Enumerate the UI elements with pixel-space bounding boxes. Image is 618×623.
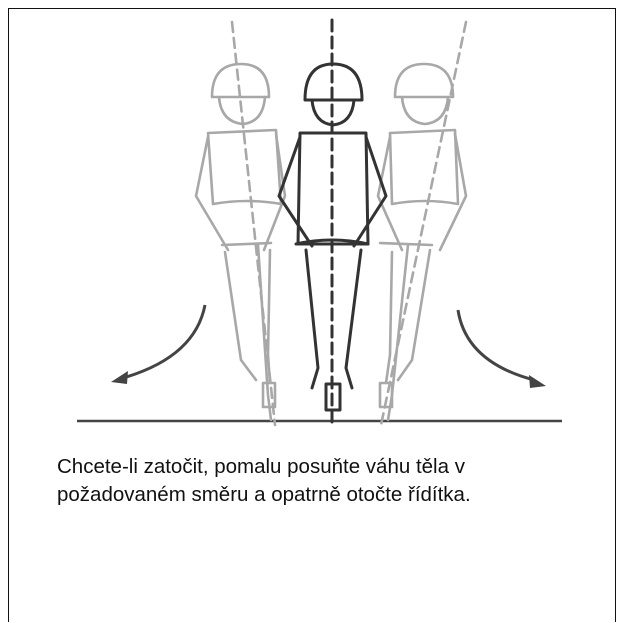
turn-arrow-right <box>458 310 546 388</box>
rider-upright <box>279 20 386 428</box>
turn-arrow-left <box>111 305 205 384</box>
rider-leaning-left <box>196 22 285 425</box>
turning-instruction-text: Chcete-li zatočit, pomalu posuňte váhu t… <box>57 453 597 509</box>
turning-illustration <box>0 0 618 440</box>
rider-leaning-right <box>378 22 466 425</box>
